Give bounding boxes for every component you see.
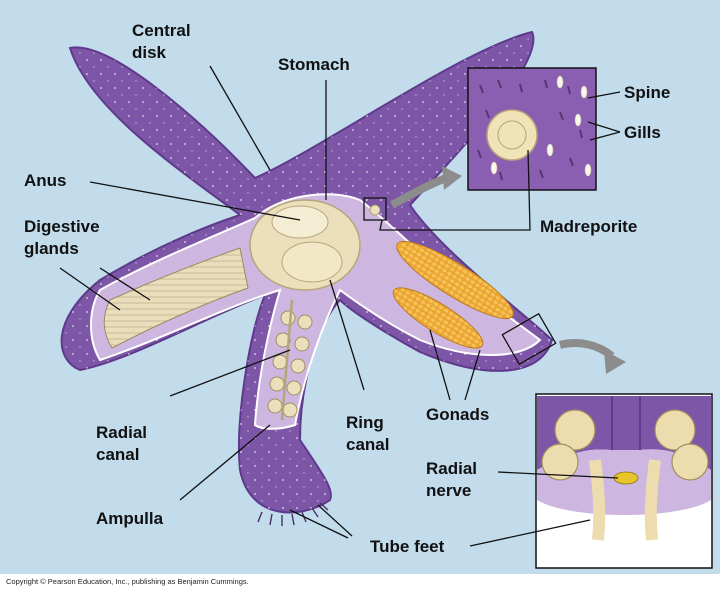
copyright-notice: Copyright © Pearson Education, Inc., pub… — [6, 577, 249, 586]
label-ring-canal-1: Ring — [346, 413, 384, 432]
label-central-disk-2: disk — [132, 43, 167, 62]
inset-radial-canal-wall — [611, 396, 641, 450]
gonad-upper — [396, 240, 514, 320]
label-madreporite: Madreporite — [540, 217, 637, 236]
label-radial-nerve-1: Radial — [426, 459, 477, 478]
label-radial-nerve-2: nerve — [426, 481, 471, 500]
inset-madreporite-plate — [486, 109, 538, 161]
inset-tube-foot-stalks — [589, 459, 661, 541]
label-central-disk-1: Central — [132, 21, 191, 40]
starfish-body — [60, 30, 554, 526]
label-tube-feet: Tube feet — [370, 537, 445, 556]
label-gills: Gills — [624, 123, 661, 142]
arrow-to-top-inset — [390, 174, 448, 209]
inset-gills — [477, 79, 583, 181]
inset-madreporite-ring — [497, 120, 527, 150]
inset-spines — [490, 75, 592, 177]
label-radial-canal-2: canal — [96, 445, 139, 464]
label-spine: Spine — [624, 83, 670, 102]
arrow-head-bottom — [604, 350, 626, 374]
label-digestive-glands-1: Digestive — [24, 217, 100, 236]
label-radial-canal-1: Radial — [96, 423, 147, 442]
inset-surface — [467, 67, 597, 191]
leader-lines — [59, 65, 621, 547]
label-ampulla: Ampulla — [96, 509, 164, 528]
label-anus: Anus — [24, 171, 67, 190]
stomach-upper-lobe — [271, 205, 329, 239]
label-ring-canal-2: canal — [346, 435, 389, 454]
digestive-glands-shape — [103, 247, 249, 349]
ampullae — [267, 310, 313, 418]
tube-feet-shape — [257, 502, 329, 526]
diagram-labels: Central disk Stomach Anus Digestive glan… — [24, 21, 670, 556]
stomach-lower-lobe — [281, 241, 343, 283]
madreporite-dot — [369, 204, 381, 216]
madreporite-locator-box — [363, 197, 387, 221]
inset-cross-section — [535, 393, 713, 569]
arrow-head-top — [442, 166, 462, 190]
inset-ampullae — [541, 409, 709, 481]
label-stomach: Stomach — [278, 55, 350, 74]
label-gonads: Gonads — [426, 405, 489, 424]
label-digestive-glands-2: glands — [24, 239, 79, 258]
body-cavity — [90, 193, 542, 430]
radial-canal-shape — [280, 299, 294, 421]
cross-section-locator-box — [501, 312, 557, 366]
